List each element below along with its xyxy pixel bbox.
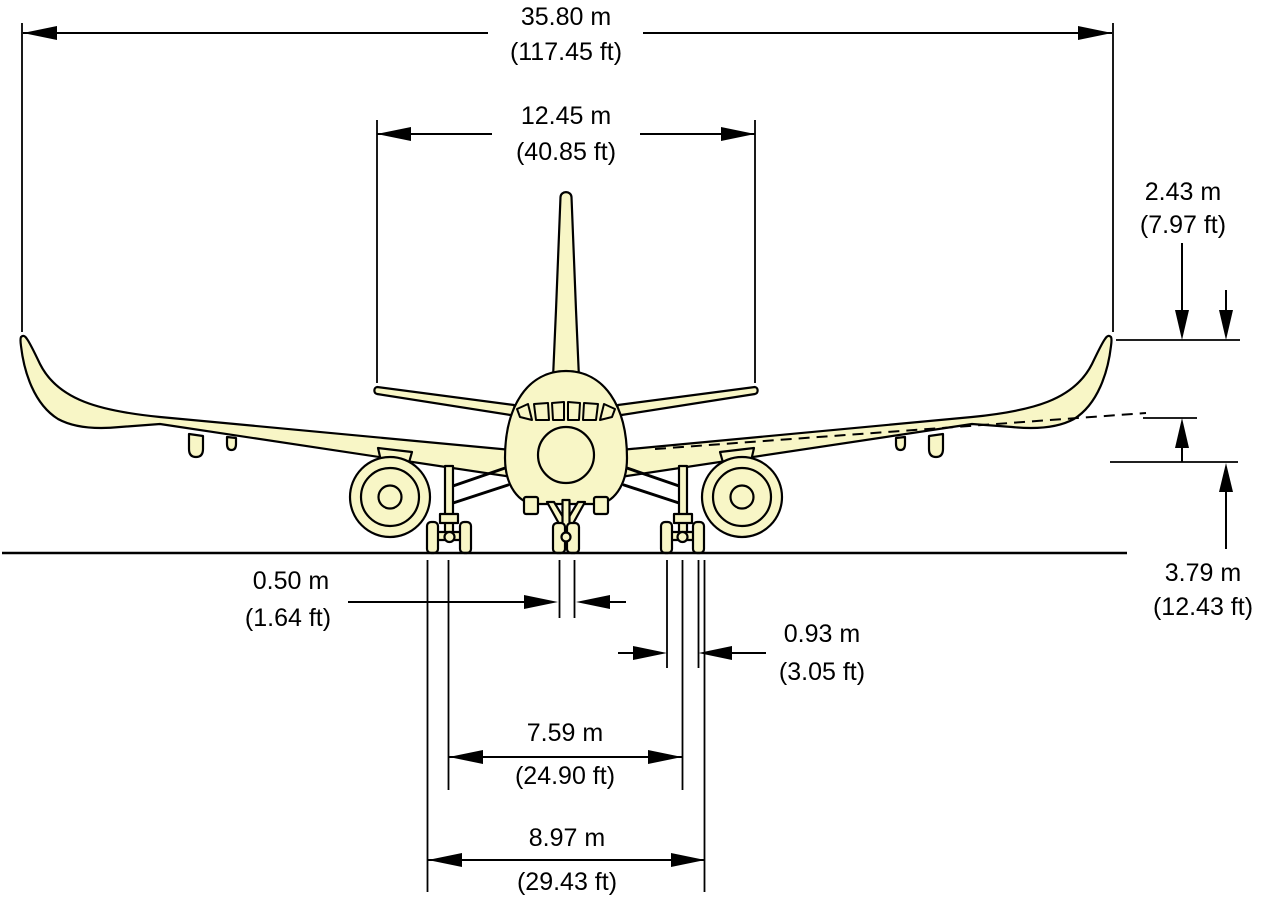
- left-gear-hub: [443, 530, 456, 544]
- wing-reference-dashed-line: [654, 412, 1147, 450]
- right-wing-flap-fairing-inner: [894, 435, 907, 452]
- right-main-gear: [622, 464, 706, 555]
- outer-span-arrow-left: [428, 853, 462, 867]
- wheel-pair-label-imperial: (3.05 ft): [779, 658, 865, 686]
- left-gear-wheel-inner: [458, 520, 473, 555]
- wingspan-label-metric: 35.80 m: [521, 3, 611, 31]
- left-engine: [348, 455, 432, 539]
- right-gear-strut: [677, 464, 689, 538]
- right-wing-flap-fairing-outer: [927, 432, 945, 459]
- cockpit-window-right-mid: [582, 402, 599, 421]
- right-engine-spinner: [729, 484, 755, 510]
- gear-track-arrow-right: [648, 750, 682, 764]
- winglet-height-label-imperial: (7.97 ft): [1140, 211, 1226, 239]
- left-gear-side-brace: [448, 483, 510, 506]
- wingspan-arrow-right: [1078, 26, 1112, 40]
- left-gear-strut: [443, 464, 455, 538]
- radome: [536, 425, 596, 485]
- right-gear-hub: [676, 530, 689, 544]
- gear-track-label-metric: 7.59 m: [527, 719, 603, 747]
- left-engine-spinner: [377, 484, 403, 510]
- winglet-arrow-up: [1175, 418, 1189, 448]
- left-wing: [19, 334, 514, 479]
- left-gear-wheel-outer: [425, 520, 440, 555]
- winglet-height-label-metric: 2.43 m: [1145, 178, 1221, 206]
- tailspan-label-imperial: (40.85 ft): [516, 138, 616, 166]
- outer-span-label-imperial: (29.43 ft): [517, 868, 617, 896]
- nose-gear: [522, 495, 610, 555]
- wingtip-arrow-down: [1219, 310, 1233, 340]
- nose-track-label-imperial: (1.64 ft): [245, 604, 331, 632]
- nose-track-arrow-right: [576, 595, 610, 609]
- gear-track-label-imperial: (24.90 ft): [515, 762, 615, 790]
- wingtip-height-label-metric: 3.79 m: [1165, 559, 1241, 587]
- wingspan-label-imperial: (117.45 ft): [510, 38, 622, 66]
- right-horizontal-stabilizer: [613, 385, 759, 418]
- wingspan-arrow-left: [23, 26, 57, 40]
- outer-span-arrow-right: [671, 853, 705, 867]
- aircraft-drawing: [19, 191, 1113, 555]
- right-gear-wheel-inner: [659, 520, 674, 555]
- right-gear-side-brace: [622, 483, 684, 506]
- nose-gear-door-right: [592, 495, 610, 516]
- right-engine: [700, 455, 784, 539]
- left-gear-oleo: [438, 512, 460, 525]
- right-wing: [618, 334, 1113, 479]
- nose-track-label-metric: 0.50 m: [253, 567, 329, 595]
- right-gear-wheel-outer: [691, 520, 706, 555]
- cockpit-windows: [516, 401, 616, 421]
- cockpit-window-right-center: [567, 401, 581, 421]
- vertical-stabilizer: [551, 191, 581, 380]
- dimension-labels: 35.80 m (117.45 ft) 12.45 m (40.85 ft) 2…: [245, 3, 1253, 896]
- wheel-pair-arrow-right: [698, 646, 732, 660]
- winglet-arrow-down: [1175, 310, 1189, 340]
- cockpit-window-left-angled: [516, 403, 533, 421]
- wingtip-height-label-imperial: (12.43 ft): [1153, 593, 1253, 621]
- wheel-pair-label-metric: 0.93 m: [784, 620, 860, 648]
- left-wing-flap-fairing-outer: [187, 432, 205, 459]
- right-gear-drag-brace: [622, 465, 684, 489]
- cockpit-window-right-angled: [599, 403, 616, 421]
- left-gear-drag-brace: [448, 465, 510, 489]
- wingtip-arrow-up: [1219, 463, 1233, 492]
- left-horizontal-stabilizer: [373, 385, 519, 418]
- cockpit-window-left-mid: [533, 402, 550, 421]
- wheel-pair-arrow-left: [633, 646, 667, 660]
- outer-span-label-metric: 8.97 m: [529, 824, 605, 852]
- left-wing-flap-fairing-inner: [225, 435, 238, 452]
- right-gear-oleo: [672, 512, 694, 525]
- nose-track-arrow-left: [524, 595, 558, 609]
- nose-gear-hub: [560, 531, 572, 543]
- left-main-gear: [425, 464, 510, 555]
- gear-track-arrow-left: [449, 750, 483, 764]
- dimension-lines: [21, 23, 1240, 892]
- tailspan-arrow-left: [377, 127, 411, 141]
- nose-gear-door-left: [522, 495, 540, 516]
- tailspan-arrow-right: [721, 127, 755, 141]
- cockpit-window-left-center: [551, 401, 565, 421]
- tailspan-label-metric: 12.45 m: [521, 102, 611, 130]
